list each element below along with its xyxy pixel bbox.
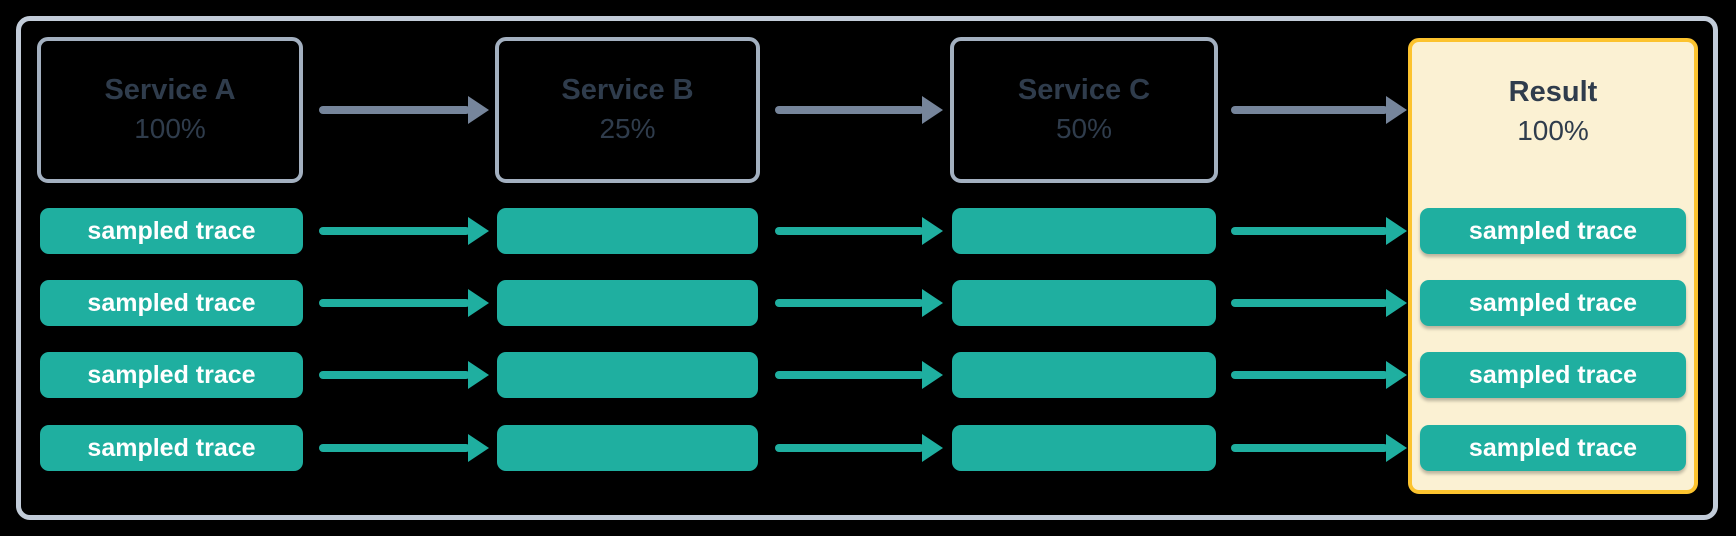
arrow-shaft bbox=[775, 227, 924, 235]
arrow-right-icon bbox=[775, 96, 943, 124]
trace-bar-service-b bbox=[497, 208, 758, 254]
trace-label: sampled trace bbox=[1468, 288, 1638, 317]
arrow-head bbox=[922, 289, 943, 317]
arrow-shaft bbox=[775, 299, 924, 307]
arrow-head bbox=[1386, 434, 1407, 462]
trace-label: sampled trace bbox=[1468, 216, 1638, 245]
arrow-head bbox=[468, 289, 489, 317]
trace-bar-result: sampled trace bbox=[1420, 280, 1686, 326]
result-box: Result 100% bbox=[1408, 38, 1698, 494]
trace-bar-service-a: sampled trace bbox=[40, 352, 303, 398]
arrow-shaft bbox=[319, 227, 470, 235]
service-b-percentage: 25% bbox=[599, 113, 656, 145]
arrow-head bbox=[1386, 361, 1407, 389]
arrow-right-icon bbox=[1231, 96, 1407, 124]
arrow-right-icon bbox=[319, 434, 489, 462]
service-a-percentage: 100% bbox=[134, 113, 206, 145]
arrow-shaft bbox=[775, 371, 924, 379]
arrow-shaft bbox=[1231, 106, 1388, 114]
arrow-shaft bbox=[1231, 444, 1388, 452]
trace-label: sampled trace bbox=[87, 360, 256, 389]
arrow-head bbox=[922, 217, 943, 245]
trace-bar-service-c bbox=[952, 352, 1216, 398]
service-b-box: Service B 25% bbox=[495, 37, 760, 183]
arrow-right-icon bbox=[1231, 217, 1407, 245]
service-a-box: Service A 100% bbox=[37, 37, 303, 183]
trace-bar-service-b bbox=[497, 352, 758, 398]
trace-bar-service-c bbox=[952, 208, 1216, 254]
service-c-title: Service C bbox=[1017, 74, 1151, 107]
outer-frame bbox=[16, 16, 1718, 520]
arrow-head bbox=[1386, 96, 1407, 124]
arrow-shaft bbox=[319, 371, 470, 379]
arrow-shaft bbox=[1231, 227, 1388, 235]
arrow-right-icon bbox=[319, 361, 489, 389]
trace-bar-service-a: sampled trace bbox=[40, 425, 303, 471]
trace-label: sampled trace bbox=[87, 433, 256, 462]
arrow-right-icon bbox=[775, 361, 943, 389]
trace-bar-service-b bbox=[497, 280, 758, 326]
arrow-head bbox=[922, 361, 943, 389]
arrow-right-icon bbox=[319, 217, 489, 245]
arrow-right-icon bbox=[1231, 361, 1407, 389]
trace-label: sampled trace bbox=[87, 216, 256, 245]
arrow-shaft bbox=[775, 444, 924, 452]
trace-bar-service-b bbox=[497, 425, 758, 471]
arrow-shaft bbox=[775, 106, 924, 114]
arrow-right-icon bbox=[775, 217, 943, 245]
arrow-head bbox=[1386, 289, 1407, 317]
arrow-shaft bbox=[319, 299, 470, 307]
arrow-head bbox=[922, 434, 943, 462]
service-b-title: Service B bbox=[561, 74, 694, 107]
arrow-right-icon bbox=[319, 96, 489, 124]
trace-bar-service-a: sampled trace bbox=[40, 280, 303, 326]
arrow-head bbox=[468, 96, 489, 124]
result-title: Result bbox=[1508, 76, 1598, 109]
trace-label: sampled trace bbox=[1468, 433, 1638, 462]
trace-bar-result: sampled trace bbox=[1420, 208, 1686, 254]
arrow-head bbox=[468, 217, 489, 245]
arrow-right-icon bbox=[1231, 434, 1407, 462]
arrow-right-icon bbox=[775, 289, 943, 317]
arrow-shaft bbox=[319, 444, 470, 452]
arrow-head bbox=[468, 361, 489, 389]
arrow-shaft bbox=[319, 106, 470, 114]
arrow-right-icon bbox=[1231, 289, 1407, 317]
trace-bar-service-a: sampled trace bbox=[40, 208, 303, 254]
service-c-box: Service C 50% bbox=[950, 37, 1218, 183]
arrow-head bbox=[468, 434, 489, 462]
trace-bar-service-c bbox=[952, 425, 1216, 471]
service-c-percentage: 50% bbox=[1055, 113, 1113, 145]
arrow-right-icon bbox=[319, 289, 489, 317]
arrow-head bbox=[922, 96, 943, 124]
arrow-shaft bbox=[1231, 371, 1388, 379]
trace-label: sampled trace bbox=[87, 288, 256, 317]
trace-label: sampled trace bbox=[1468, 360, 1638, 389]
trace-bar-result: sampled trace bbox=[1420, 425, 1686, 471]
arrow-head bbox=[1386, 217, 1407, 245]
result-percentage: 100% bbox=[1517, 115, 1589, 147]
arrow-right-icon bbox=[775, 434, 943, 462]
trace-bar-service-c bbox=[952, 280, 1216, 326]
trace-bar-result: sampled trace bbox=[1420, 352, 1686, 398]
service-a-title: Service A bbox=[104, 74, 236, 107]
arrow-shaft bbox=[1231, 299, 1388, 307]
result-title-wrap: Result 100% bbox=[1412, 42, 1694, 182]
